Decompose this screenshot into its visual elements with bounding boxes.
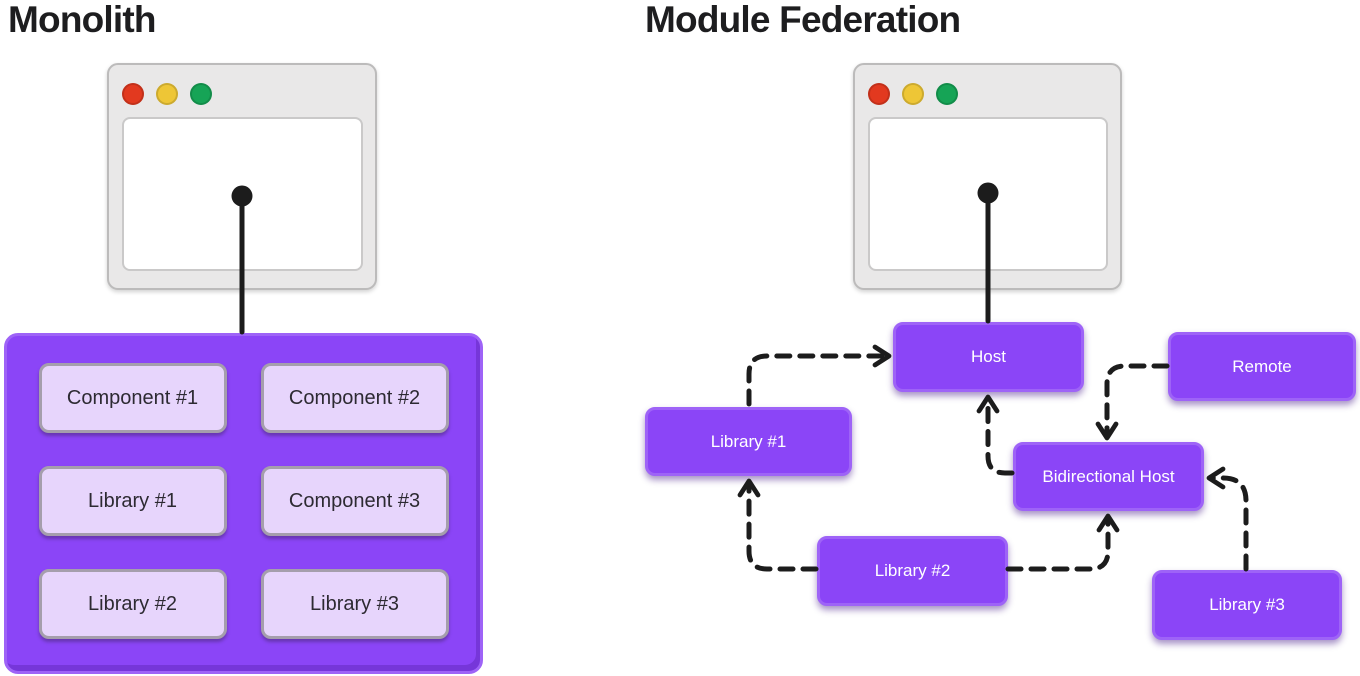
edge-library2-to-library1 — [737, 478, 819, 572]
minimize-icon — [902, 83, 924, 105]
close-icon — [868, 83, 890, 105]
node-bidirectional-host: Bidirectional Host — [1013, 442, 1204, 511]
edge-library3-to-bidirectional-host — [1206, 466, 1249, 572]
edge-library2-to-bidirectional-host — [1005, 513, 1120, 572]
traffic-lights — [122, 83, 212, 105]
federation-browser-window — [853, 63, 1122, 290]
monolith-title: Monolith — [8, 0, 157, 40]
zoom-icon — [936, 83, 958, 105]
module-component-2: Component #2 — [260, 363, 449, 433]
module-component-3: Component #3 — [260, 466, 449, 536]
module-component-1: Component #1 — [38, 363, 227, 433]
module-federation-title: Module Federation — [645, 0, 961, 40]
browser-viewport — [868, 117, 1108, 271]
node-host: Host — [893, 322, 1084, 392]
browser-viewport — [122, 117, 363, 271]
node-remote: Remote — [1168, 332, 1356, 401]
minimize-icon — [156, 83, 178, 105]
monolith-browser-window — [107, 63, 377, 290]
edge-library1-to-host — [746, 344, 892, 407]
node-library-3: Library #3 — [1152, 570, 1342, 640]
zoom-icon — [190, 83, 212, 105]
edge-remote-to-bidirectional-host — [1095, 363, 1170, 441]
traffic-lights — [868, 83, 958, 105]
module-library-3: Library #3 — [260, 569, 449, 639]
node-library-1: Library #1 — [645, 407, 852, 476]
module-library-1: Library #1 — [38, 466, 227, 536]
close-icon — [122, 83, 144, 105]
monolith-container: Component #1 Component #2 Library #1 Com… — [4, 333, 483, 674]
edge-bidirectional-host-to-host — [976, 394, 1015, 476]
node-library-2: Library #2 — [817, 536, 1008, 606]
module-library-2: Library #2 — [38, 569, 227, 639]
